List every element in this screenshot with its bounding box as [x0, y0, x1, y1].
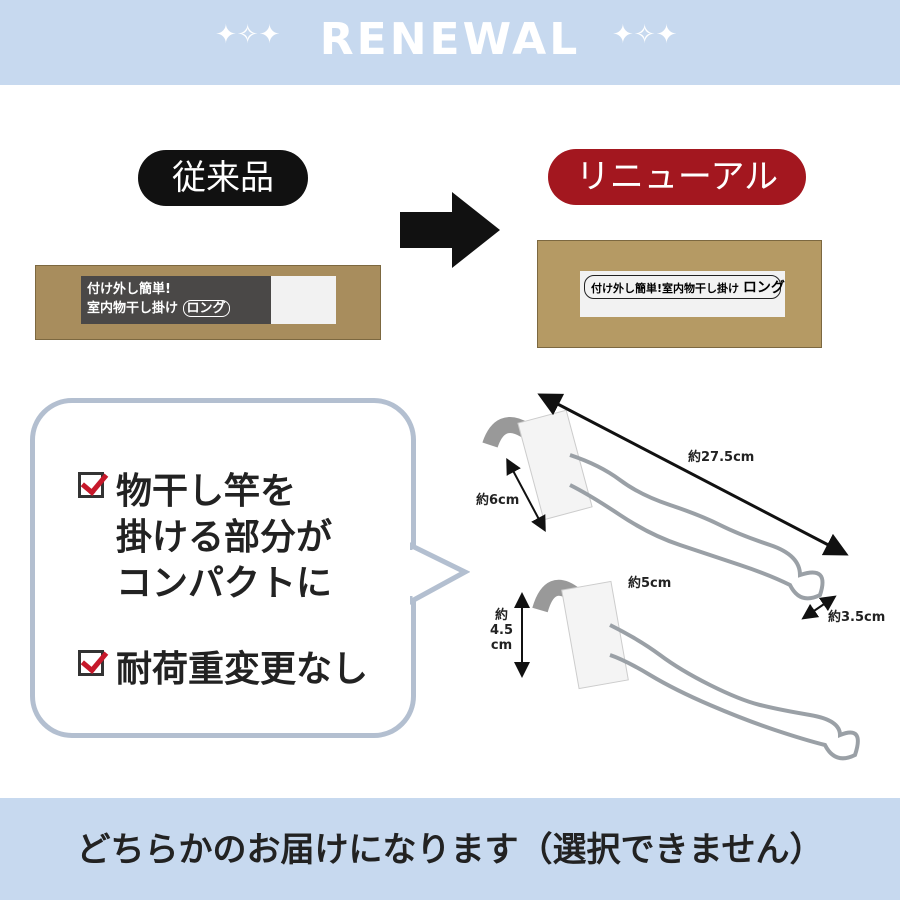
- new-box-label: 付け外し簡単!室内物干し掛け ロング: [580, 271, 785, 317]
- footer-band: [0, 798, 900, 900]
- checkbox-checked-icon: [78, 650, 104, 676]
- dimension-new-height: 約 4.5 cm: [490, 608, 513, 653]
- old-hook: [482, 409, 825, 601]
- feature-load-unchanged: 耐荷重変更なし: [116, 649, 369, 690]
- sparkle-icon: ✦✧✦: [215, 20, 281, 50]
- new-product-label: リニューアル: [548, 149, 806, 205]
- feature-line-3: コンパクトに: [116, 563, 333, 604]
- new-box-badge: ロング: [742, 280, 785, 296]
- old-box-line1: 付け外し簡単!: [87, 282, 171, 297]
- dimension-new-height-unit: cm: [490, 638, 513, 653]
- old-product-box: 付け外し簡単! 室内物干し掛け ロング: [35, 265, 381, 340]
- sparkle-icon: ✦✧✦: [612, 20, 678, 50]
- footer-note: どちらかのお届けになります（選択できません）: [76, 830, 824, 870]
- speech-bubble: [30, 398, 416, 738]
- checkbox-checked-icon: [78, 472, 104, 498]
- new-product-box: 付け外し簡単!室内物干し掛け ロング: [537, 240, 822, 348]
- arrow-right-icon: [400, 192, 500, 268]
- dimension-length: 約27.5cm: [688, 450, 755, 465]
- feature-line-2: 掛ける部分が: [116, 517, 333, 558]
- dimension-new-height-prefix: 約: [495, 608, 509, 623]
- old-product-label: 従来品: [138, 150, 308, 206]
- hook-illustration: [482, 393, 860, 761]
- header-band: [0, 0, 900, 85]
- dimension-hook-width: 約3.5cm: [828, 610, 886, 625]
- new-hook: [532, 579, 860, 761]
- old-box-badge: ロング: [182, 300, 230, 317]
- speech-bubble-tail: [410, 542, 470, 605]
- page-title: RENEWAL: [319, 14, 581, 65]
- old-box-info: [271, 276, 336, 324]
- dimension-new-height-value: 4.5: [490, 623, 514, 638]
- old-box-label: 付け外し簡単! 室内物干し掛け ロング: [81, 276, 271, 324]
- dimension-new-width: 約5cm: [628, 576, 672, 591]
- new-box-text: 付け外し簡単!室内物干し掛け: [591, 282, 740, 295]
- old-box-line2: 室内物干し掛け: [87, 301, 179, 316]
- dimension-old-height: 約6cm: [476, 493, 520, 508]
- feature-line-1: 物干し竿を: [116, 471, 297, 512]
